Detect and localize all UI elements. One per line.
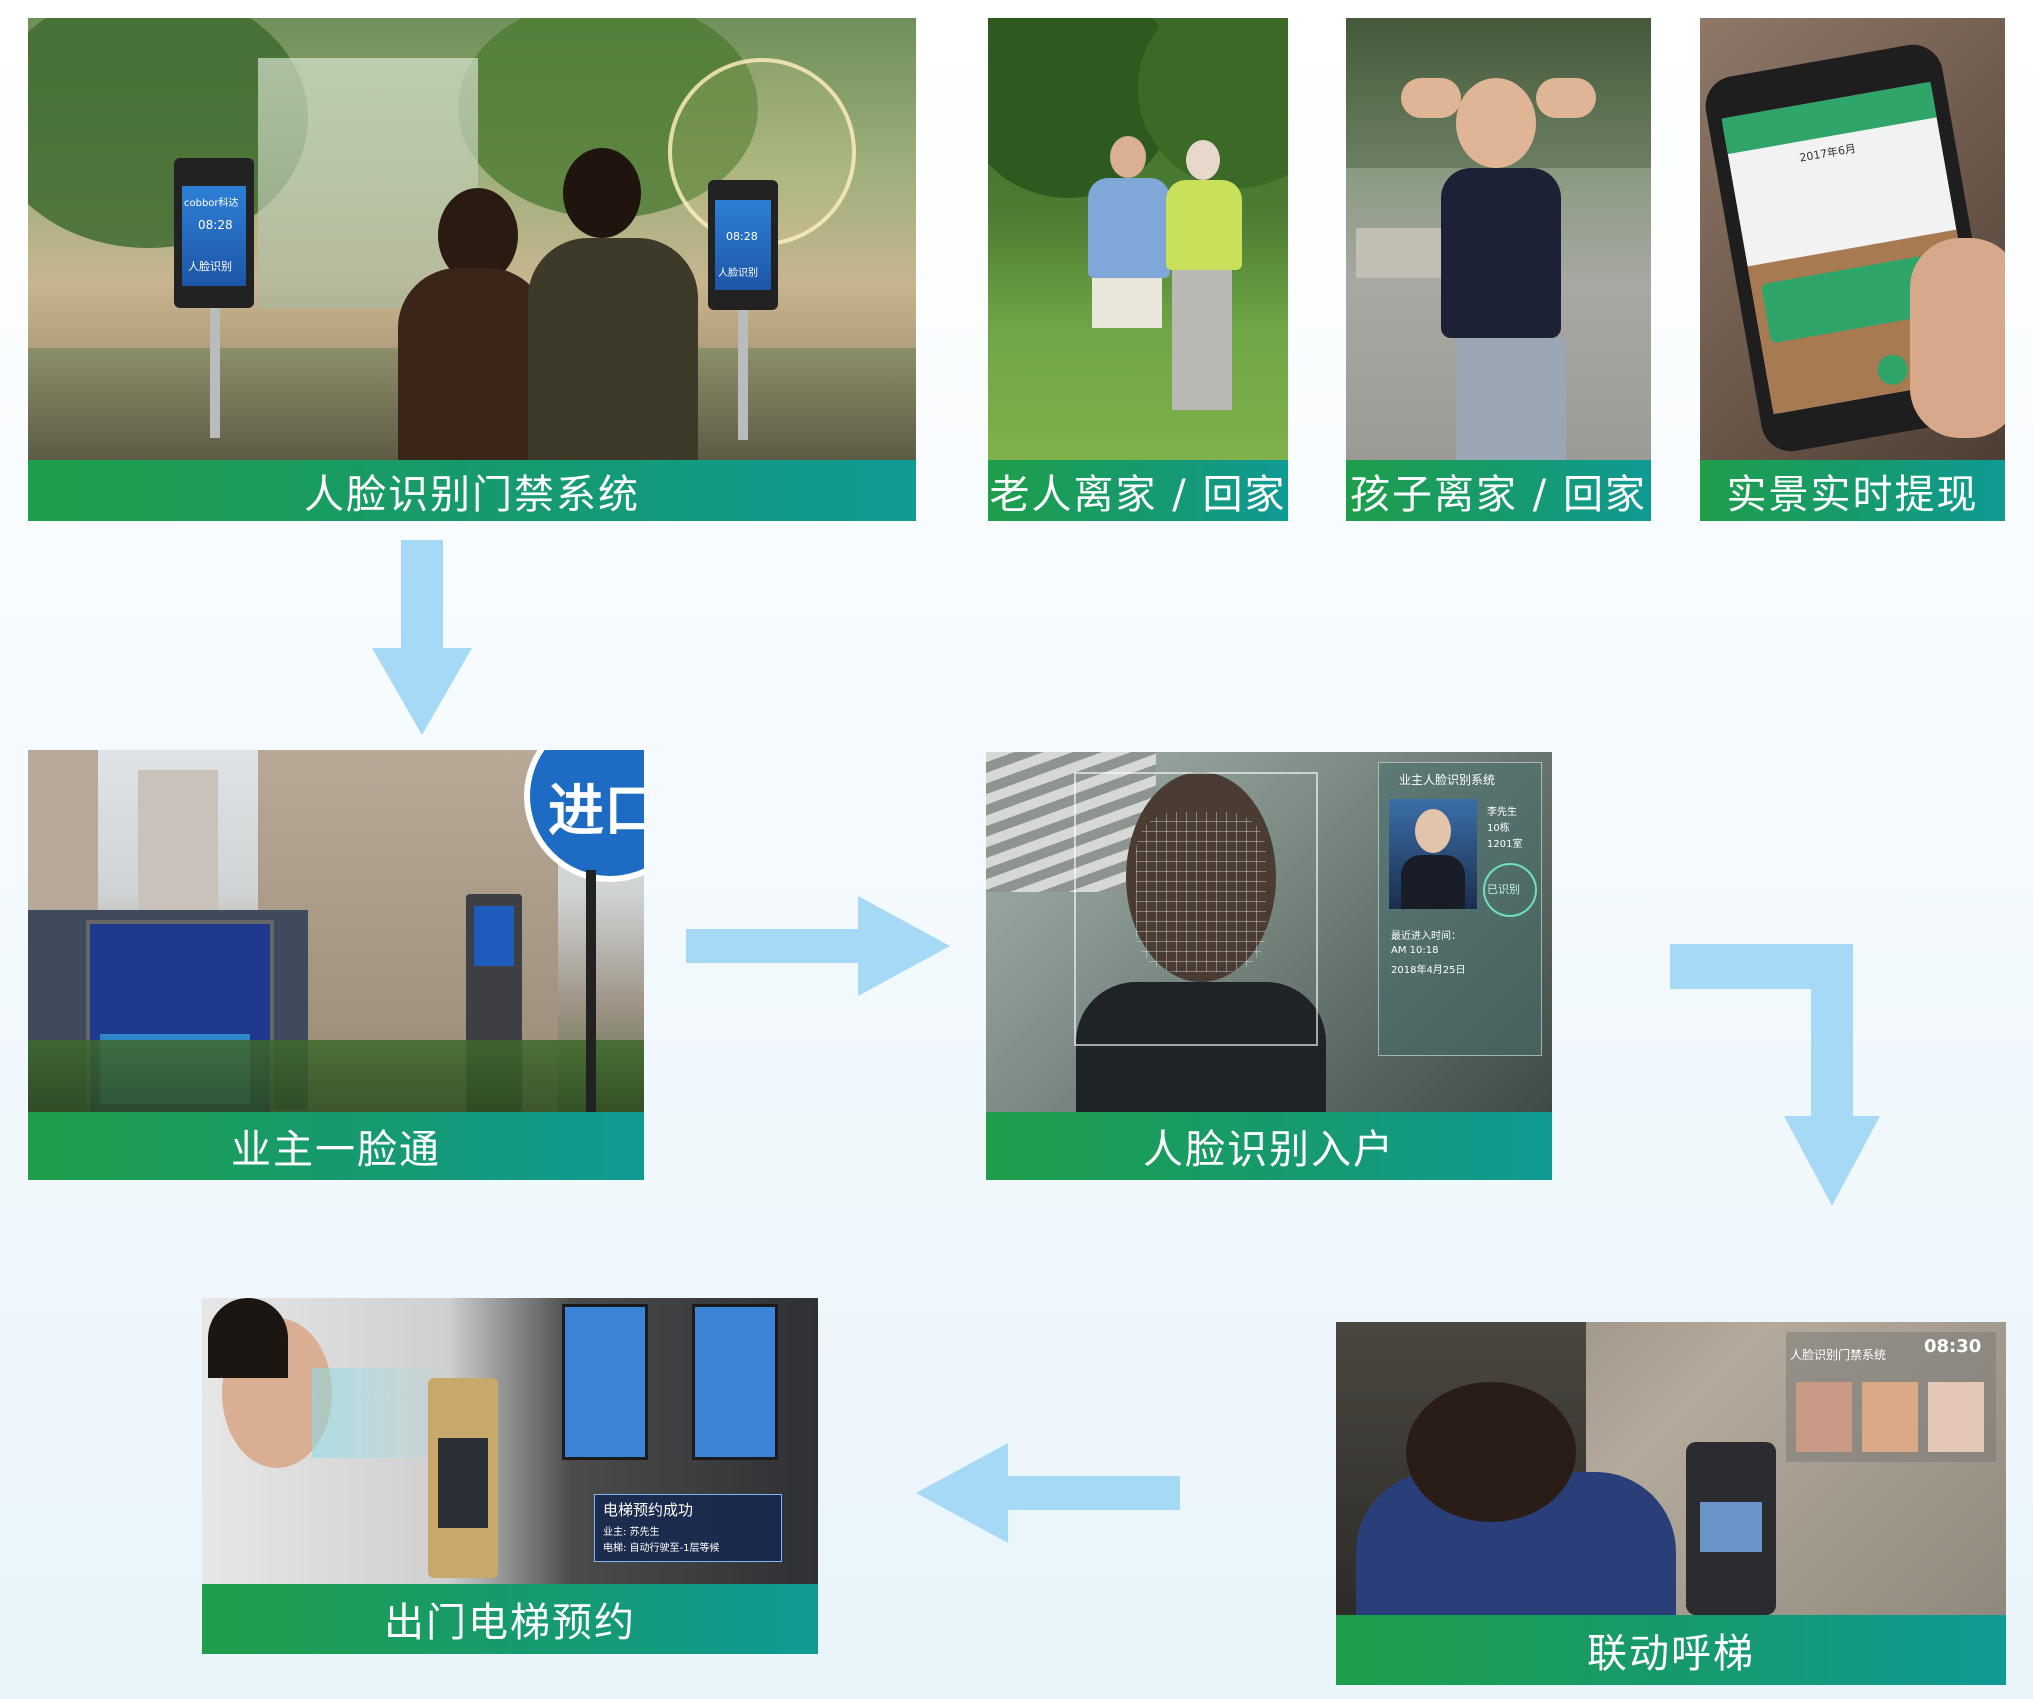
card-elevator-booking: 电梯预约成功 业主: 苏先生 电梯: 自动行驶至-1层等候 出门电梯预约 — [202, 1298, 818, 1654]
photo-community-gate: 进口 — [28, 750, 644, 1118]
photo-access-gate-scene: cobbor科达 08:28 人脸识别 08:28 人脸识别 — [28, 18, 916, 468]
access-hud: 人脸识别门禁系统 08:30 — [1786, 1332, 1996, 1462]
resident-photo — [1389, 799, 1477, 909]
caption-child: 孩子离家 / 回家 — [1346, 460, 1651, 521]
caption-linked-elevator: 联动呼梯 — [1336, 1615, 2006, 1685]
booking-success-panel: 电梯预约成功 业主: 苏先生 电梯: 自动行驶至-1层等候 — [594, 1494, 782, 1562]
photo-elderly-couple — [988, 18, 1288, 460]
face-terminal-left: cobbor科达 08:28 人脸识别 — [174, 158, 254, 308]
card-linked-elevator: 人脸识别门禁系统 08:30 联动呼梯 — [1336, 1322, 2006, 1685]
caption-realtime: 实景实时提现 — [1700, 460, 2005, 521]
caption-face-entry: 人脸识别入户 — [986, 1112, 1552, 1180]
scanned-face — [1126, 772, 1276, 982]
arrow-down-icon — [372, 540, 472, 735]
booking-face-terminal — [428, 1378, 498, 1578]
elderly-woman — [1186, 140, 1220, 180]
elevator-face-terminal — [1686, 1442, 1776, 1615]
child-face — [1456, 78, 1536, 168]
card-child-leave-return: 孩子离家 / 回家 — [1346, 18, 1651, 521]
arrow-right-icon — [686, 896, 950, 996]
photo-phone-app: 2017年6月 — [1700, 18, 2005, 460]
arrow-left-icon — [916, 1443, 1180, 1543]
card-face-entry: 业主人脸识别系统 李先生 10栋 1201室 已识别 最近进入时间： AM 10… — [986, 752, 1552, 1180]
card-owner-face-pass: 进口 业主一脸通 — [28, 750, 644, 1180]
caption-owner-face-pass: 业主一脸通 — [28, 1112, 644, 1180]
photo-elevator-call: 人脸识别门禁系统 08:30 — [1336, 1322, 2006, 1615]
face-terminal-right: 08:28 人脸识别 — [708, 180, 778, 310]
scan-frame — [1074, 772, 1318, 1046]
elevator-display-left — [562, 1304, 648, 1460]
card-face-access-control: cobbor科达 08:28 人脸识别 08:28 人脸识别 人脸识别门禁系统 — [28, 18, 916, 521]
caption-elderly: 老人离家 / 回家 — [988, 460, 1288, 521]
caption-elevator-booking: 出门电梯预约 — [202, 1584, 818, 1654]
card-elderly-leave-return: 老人离家 / 回家 — [988, 18, 1288, 521]
elevator-display-right — [692, 1304, 778, 1460]
resident-info-panel: 业主人脸识别系统 李先生 10栋 1201室 已识别 最近进入时间： AM 10… — [1378, 762, 1542, 1056]
arrow-turn-down-icon — [1670, 944, 1880, 1206]
card-realtime-view: 2017年6月 实景实时提现 — [1700, 18, 2005, 521]
photo-child-playing — [1346, 18, 1651, 460]
caption-face-access-control: 人脸识别门禁系统 — [28, 460, 916, 521]
elderly-man — [1110, 136, 1146, 178]
photo-elevator-booking: 电梯预约成功 业主: 苏先生 电梯: 自动行驶至-1层等候 — [202, 1298, 818, 1584]
photo-face-scan: 业主人脸识别系统 李先生 10栋 1201室 已识别 最近进入时间： AM 10… — [986, 752, 1552, 1112]
